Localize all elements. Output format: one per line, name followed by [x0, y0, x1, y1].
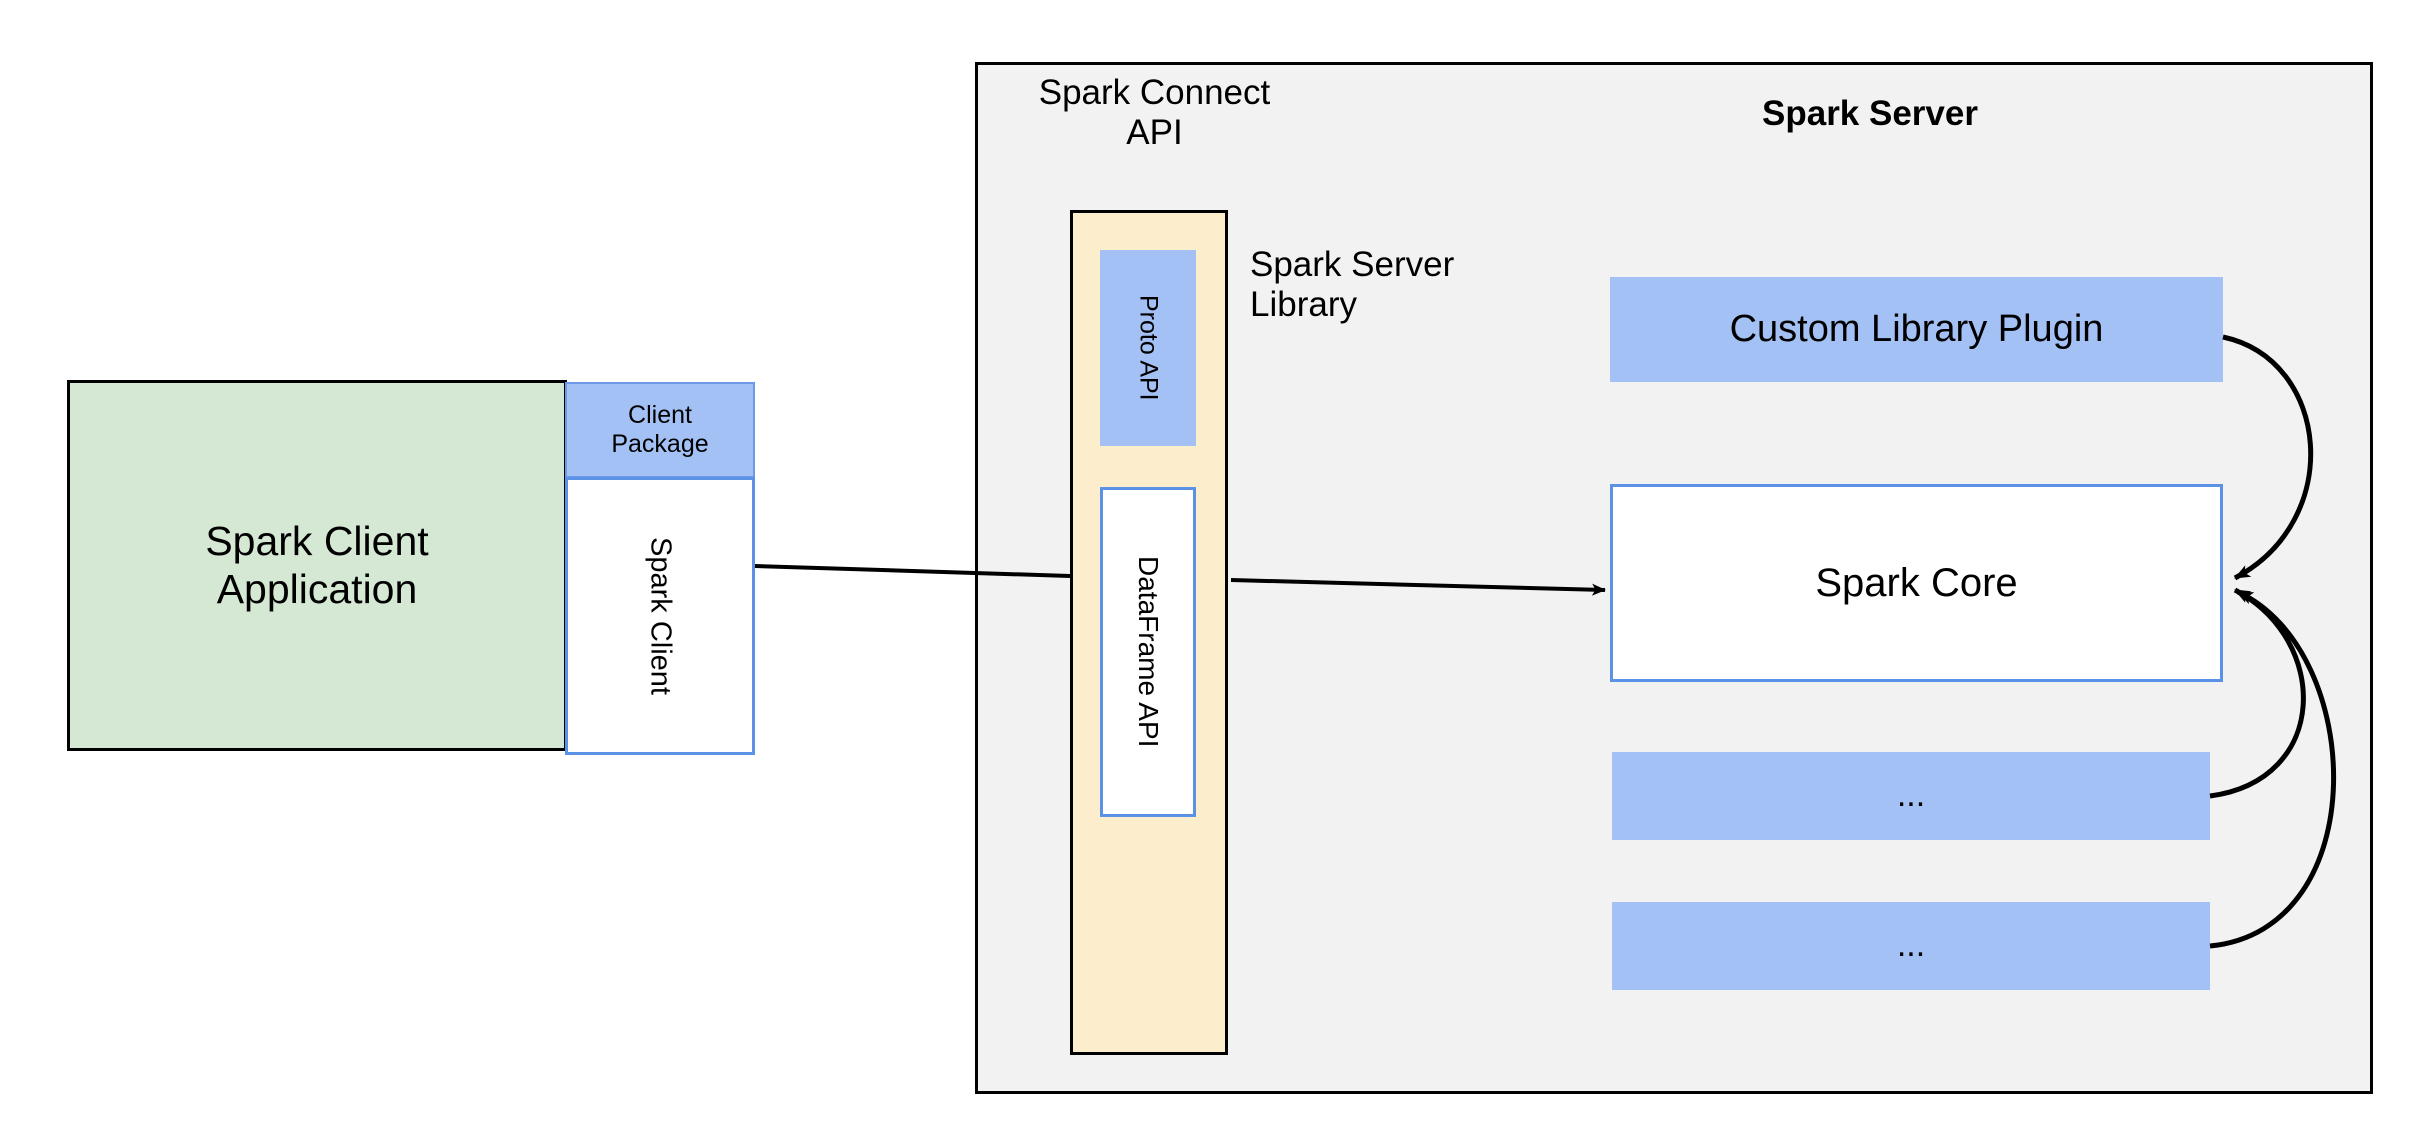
- proto-api-label: Proto API: [1134, 295, 1163, 401]
- client-package-line-1: Client: [628, 401, 692, 430]
- dataframe-api-label: DataFrame API: [1133, 556, 1165, 748]
- spark-server-library-line-1: Spark Server: [1250, 245, 1455, 284]
- spark-client-box[interactable]: Spark Client: [565, 477, 755, 755]
- custom-library-plugin-box[interactable]: Custom Library Plugin: [1610, 277, 2223, 382]
- spark-client-application-label: Spark Client Application: [205, 518, 428, 612]
- client-app-line-1: Spark Client: [205, 518, 429, 565]
- custom-library-plugin-label: Custom Library Plugin: [1729, 307, 2104, 350]
- spark-core-box[interactable]: Spark Core: [1610, 484, 2223, 682]
- spark-connect-api-line-1: Spark Connect: [1038, 72, 1271, 112]
- dataframe-api-box[interactable]: DataFrame API: [1100, 487, 1196, 817]
- client-package-label: Client Package: [611, 401, 708, 459]
- spark-server-library-label: Spark Server Library: [1250, 245, 1550, 335]
- client-app-line-2: Application: [216, 565, 418, 612]
- spark-server-library-line-2: Library: [1250, 285, 1357, 325]
- placeholder-two-label: ...: [1896, 926, 1926, 965]
- spark-core-label: Spark Core: [1815, 561, 2018, 605]
- spark-client-label: Spark Client: [644, 537, 677, 695]
- client-package-box[interactable]: Client Package: [565, 382, 755, 478]
- spark-client-application-box[interactable]: Spark Client Application: [67, 380, 567, 751]
- spark-connect-api-line-2: API: [1126, 113, 1183, 152]
- spark-server-title: Spark Server: [1762, 93, 1978, 133]
- placeholder-box-two[interactable]: ...: [1612, 902, 2210, 990]
- placeholder-box-one[interactable]: ...: [1612, 752, 2210, 840]
- spark-connect-api-label: Spark Connect API: [1012, 68, 1297, 158]
- placeholder-one-label: ...: [1896, 776, 1926, 815]
- proto-api-box[interactable]: Proto API: [1100, 250, 1196, 446]
- client-package-line-2: Package: [611, 430, 709, 458]
